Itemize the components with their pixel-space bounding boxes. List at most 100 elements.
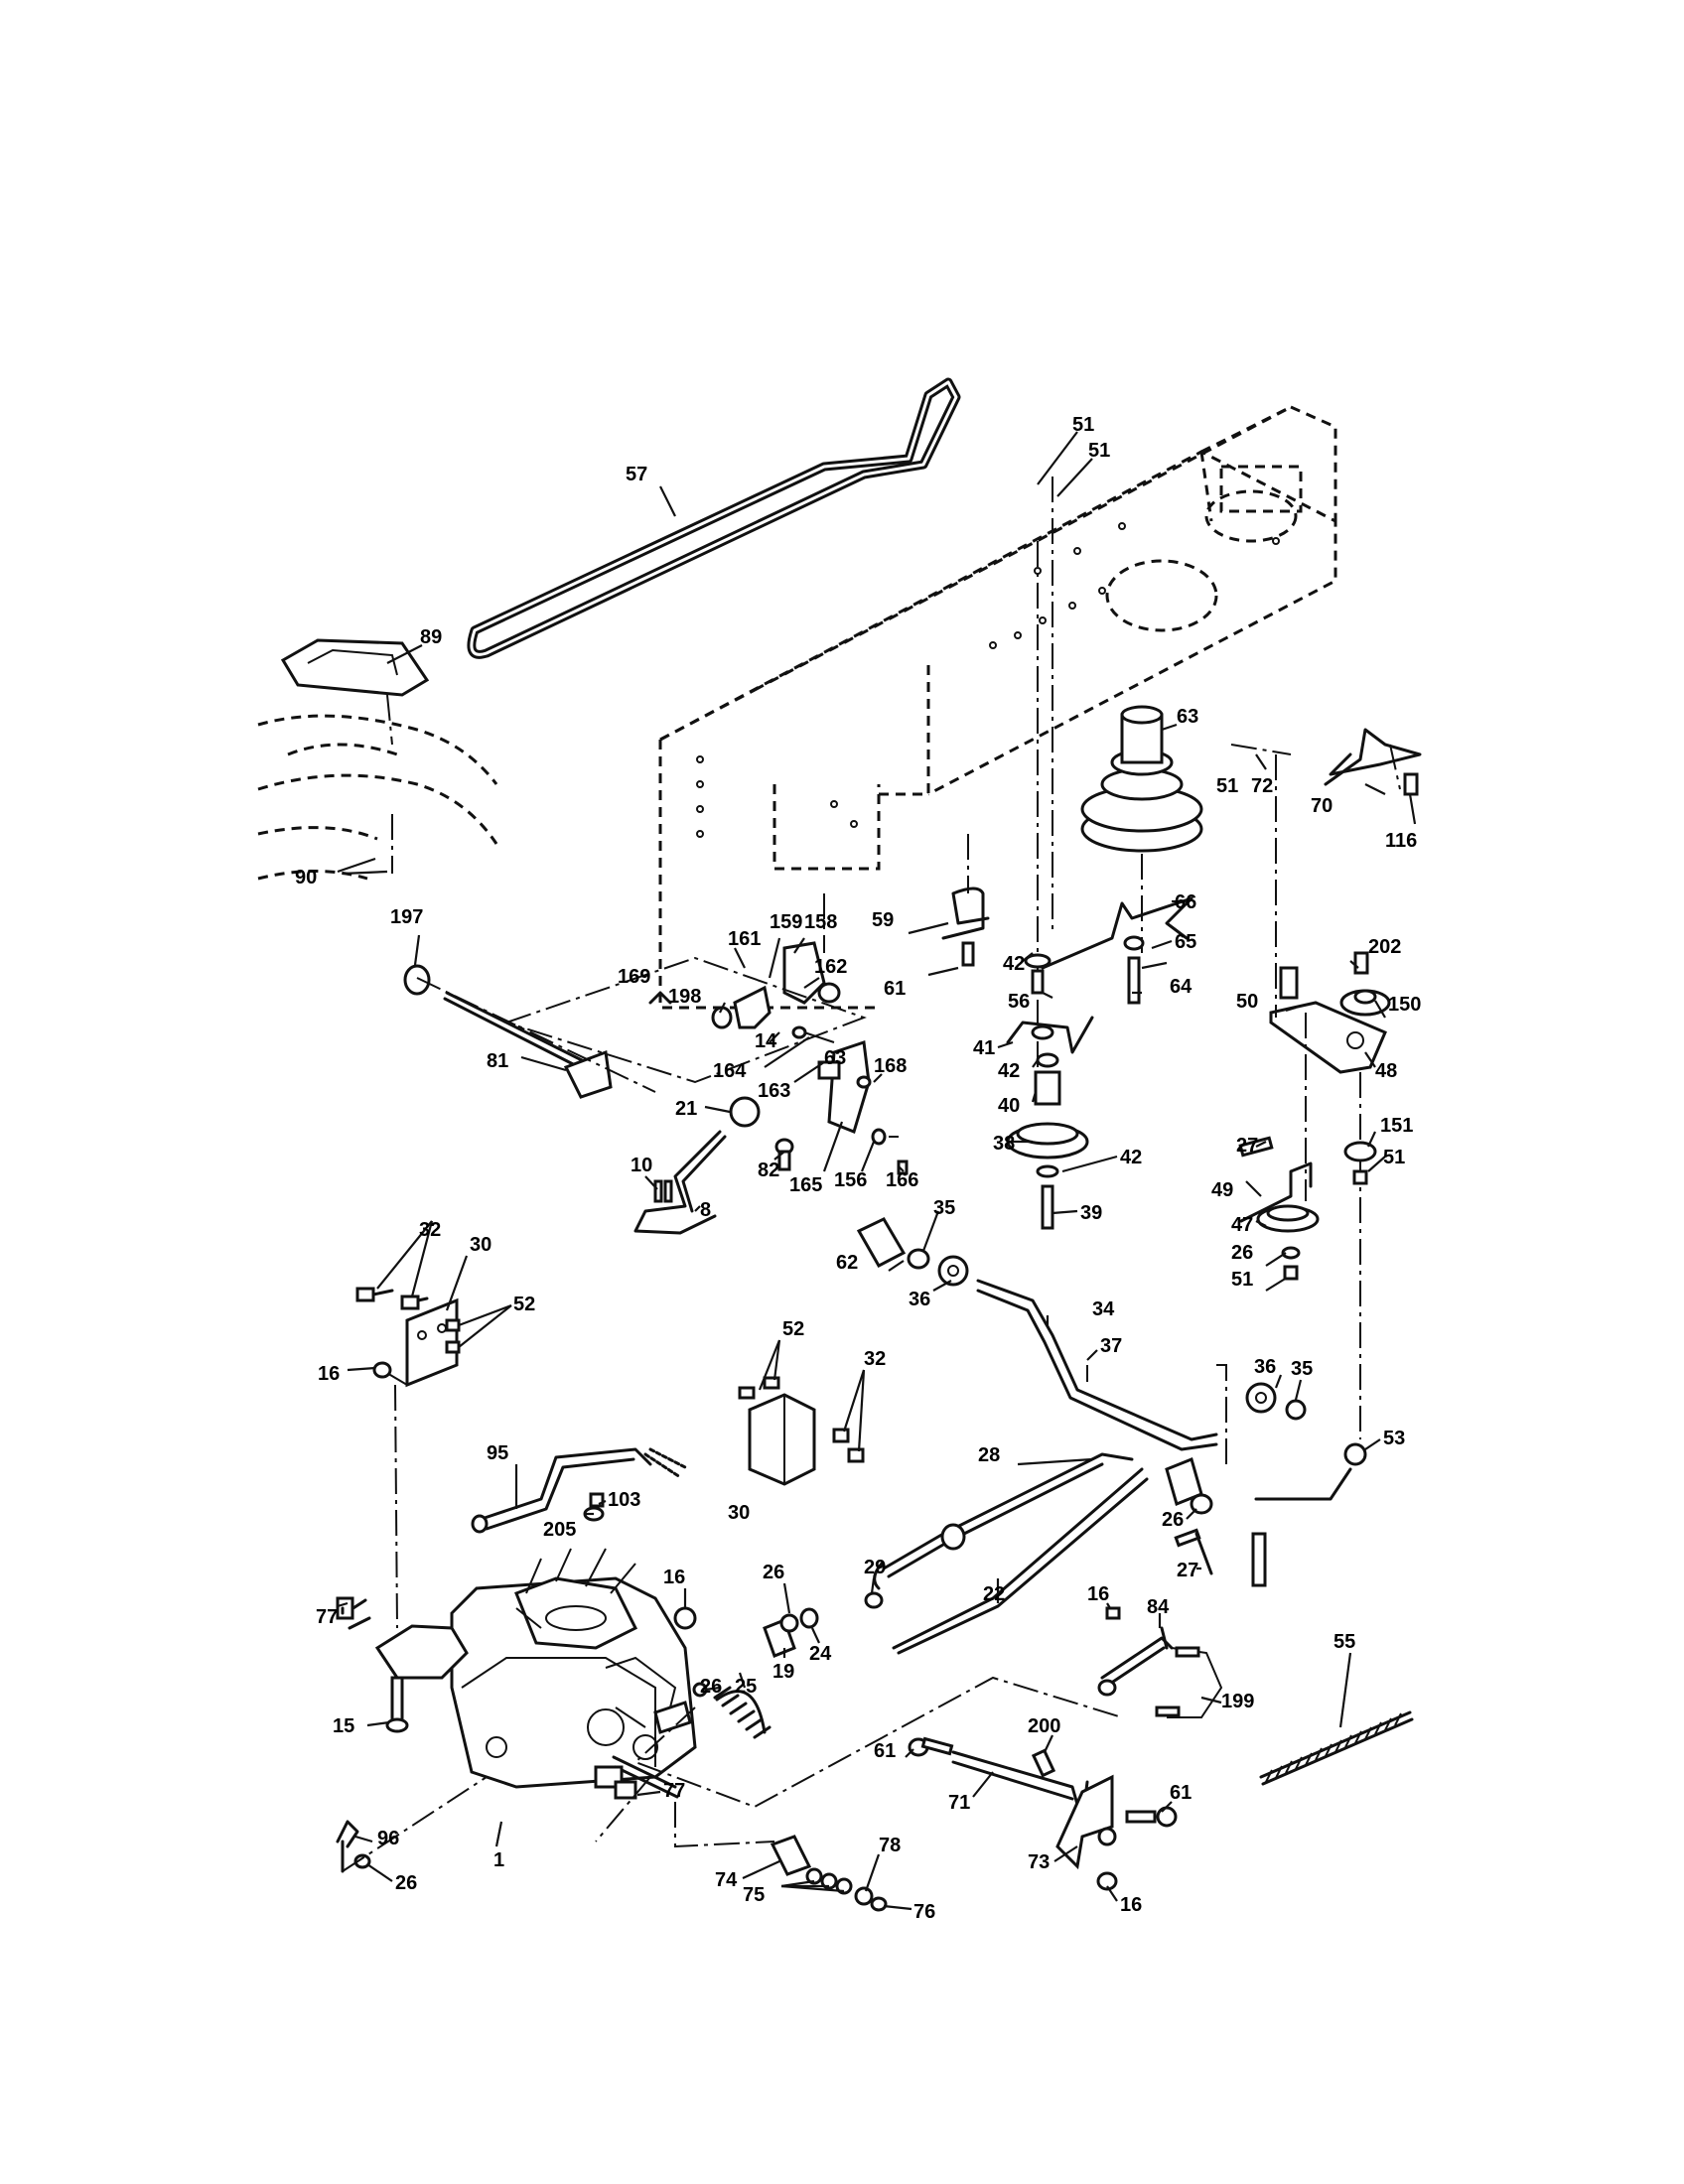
wire-bracket-66: [1041, 896, 1193, 970]
part-label-30: 30: [728, 1502, 750, 1524]
transmission-1: [336, 1548, 697, 1873]
leader-lines: [337, 431, 1417, 1911]
part-label-72: 72: [1251, 775, 1273, 797]
part-label-51: 51: [1216, 775, 1238, 797]
part-label-36: 36: [909, 1289, 930, 1310]
bracket-71: [908, 1736, 1178, 1891]
part-label-156: 156: [834, 1169, 867, 1191]
part-label-61: 61: [884, 978, 906, 1000]
part-label-61: 61: [874, 1740, 896, 1762]
part-label-47: 47: [1231, 1214, 1253, 1236]
part-label-95: 95: [487, 1442, 508, 1464]
part-label-24: 24: [809, 1643, 832, 1665]
part-label-52: 52: [782, 1318, 804, 1340]
mounting-bracket-lower: [738, 1376, 865, 1486]
part-labels: 57 51 51 89 63 51 72 70 116 90 197 59 66…: [295, 414, 1421, 1923]
part-label-26: 26: [1162, 1509, 1184, 1531]
part-label-41: 41: [973, 1037, 995, 1059]
part-label-19: 19: [772, 1661, 794, 1683]
idler-pulley-stack: [1006, 541, 1094, 1230]
part-label-198: 198: [668, 986, 701, 1008]
bracket-59: [941, 834, 990, 967]
part-label-51: 51: [1383, 1147, 1405, 1168]
part-label-29: 29: [864, 1557, 886, 1578]
part-label-116: 116: [1385, 830, 1417, 852]
part-label-38: 38: [993, 1133, 1015, 1155]
part-label-82: 82: [758, 1160, 779, 1181]
part-label-57: 57: [626, 464, 647, 485]
part-label-10: 10: [631, 1155, 652, 1176]
part-label-74: 74: [715, 1869, 738, 1891]
part-label-165: 165: [789, 1174, 822, 1196]
part-label-164: 164: [713, 1060, 747, 1082]
part-label-64: 64: [1170, 976, 1193, 998]
part-label-40: 40: [998, 1095, 1020, 1117]
part-label-76: 76: [913, 1901, 935, 1923]
pivot-84: [1097, 1606, 1223, 1718]
mounting-bracket-upper: [355, 1287, 461, 1629]
part-label-26: 26: [763, 1562, 784, 1583]
part-label-84: 84: [1147, 1596, 1170, 1618]
part-label-200: 200: [1028, 1715, 1060, 1737]
part-label-27: 27: [1177, 1560, 1198, 1581]
part-label-63: 63: [824, 1047, 846, 1069]
double-pulley: [1080, 705, 1203, 1005]
part-label-73: 73: [1028, 1851, 1050, 1873]
part-label-90: 90: [295, 867, 317, 888]
part-label-16: 16: [663, 1567, 685, 1588]
part-label-8: 8: [700, 1199, 711, 1221]
part-label-35: 35: [933, 1197, 955, 1219]
part-label-169: 169: [618, 966, 650, 988]
part-label-30: 30: [470, 1234, 491, 1256]
part-label-197: 197: [390, 906, 423, 928]
part-label-77: 77: [316, 1606, 338, 1628]
part-label-42: 42: [998, 1060, 1020, 1082]
part-label-21: 21: [675, 1098, 697, 1120]
part-label-22: 22: [983, 1583, 1005, 1605]
part-label-32: 32: [864, 1348, 886, 1370]
part-label-159: 159: [770, 911, 802, 933]
part-label-35: 35: [1291, 1358, 1313, 1380]
part-label-39: 39: [1080, 1202, 1102, 1224]
part-label-163: 163: [758, 1080, 790, 1102]
part-label-25: 25: [735, 1676, 757, 1698]
part-label-59: 59: [872, 909, 894, 931]
part-label-16: 16: [1120, 1894, 1142, 1916]
part-label-48: 48: [1375, 1060, 1397, 1082]
part-label-51: 51: [1231, 1269, 1253, 1291]
part-label-36: 36: [1254, 1356, 1276, 1378]
part-label-199: 199: [1221, 1691, 1254, 1712]
part-label-151: 151: [1380, 1115, 1413, 1137]
part-label-162: 162: [814, 956, 847, 978]
linkage-rods: [864, 1452, 1267, 1655]
spring-assembly: [633, 1606, 1123, 1809]
part-label-81: 81: [487, 1050, 508, 1072]
part-label-168: 168: [874, 1055, 907, 1077]
part-label-16: 16: [1087, 1583, 1109, 1605]
drive-belt: [467, 377, 961, 659]
part-label-71: 71: [948, 1792, 970, 1814]
part-label-61: 61: [1170, 1782, 1192, 1804]
part-label-15: 15: [333, 1715, 354, 1737]
part-label-52: 52: [513, 1294, 535, 1315]
part-label-89: 89: [420, 626, 442, 648]
clutch-rod-assembly: [856, 1217, 1367, 1501]
part-label-14: 14: [755, 1030, 777, 1052]
part-label-158: 158: [804, 911, 837, 933]
part-label-28: 28: [978, 1444, 1000, 1466]
part-label-16: 16: [318, 1363, 340, 1385]
part-label-51: 51: [1072, 414, 1094, 436]
part-label-32: 32: [419, 1219, 441, 1241]
part-label-49: 49: [1211, 1179, 1233, 1201]
part-label-56: 56: [1008, 991, 1030, 1013]
part-label-42: 42: [1120, 1147, 1142, 1168]
part-label-63: 63: [1177, 706, 1198, 728]
assembly-lines: [391, 477, 1292, 1018]
part-label-53: 53: [1383, 1428, 1405, 1449]
part-label-66: 66: [1175, 891, 1196, 913]
part-label-34: 34: [1092, 1298, 1115, 1320]
part-label-27: 27: [1236, 1135, 1258, 1157]
part-label-70: 70: [1311, 795, 1333, 817]
part-label-75: 75: [743, 1884, 765, 1906]
